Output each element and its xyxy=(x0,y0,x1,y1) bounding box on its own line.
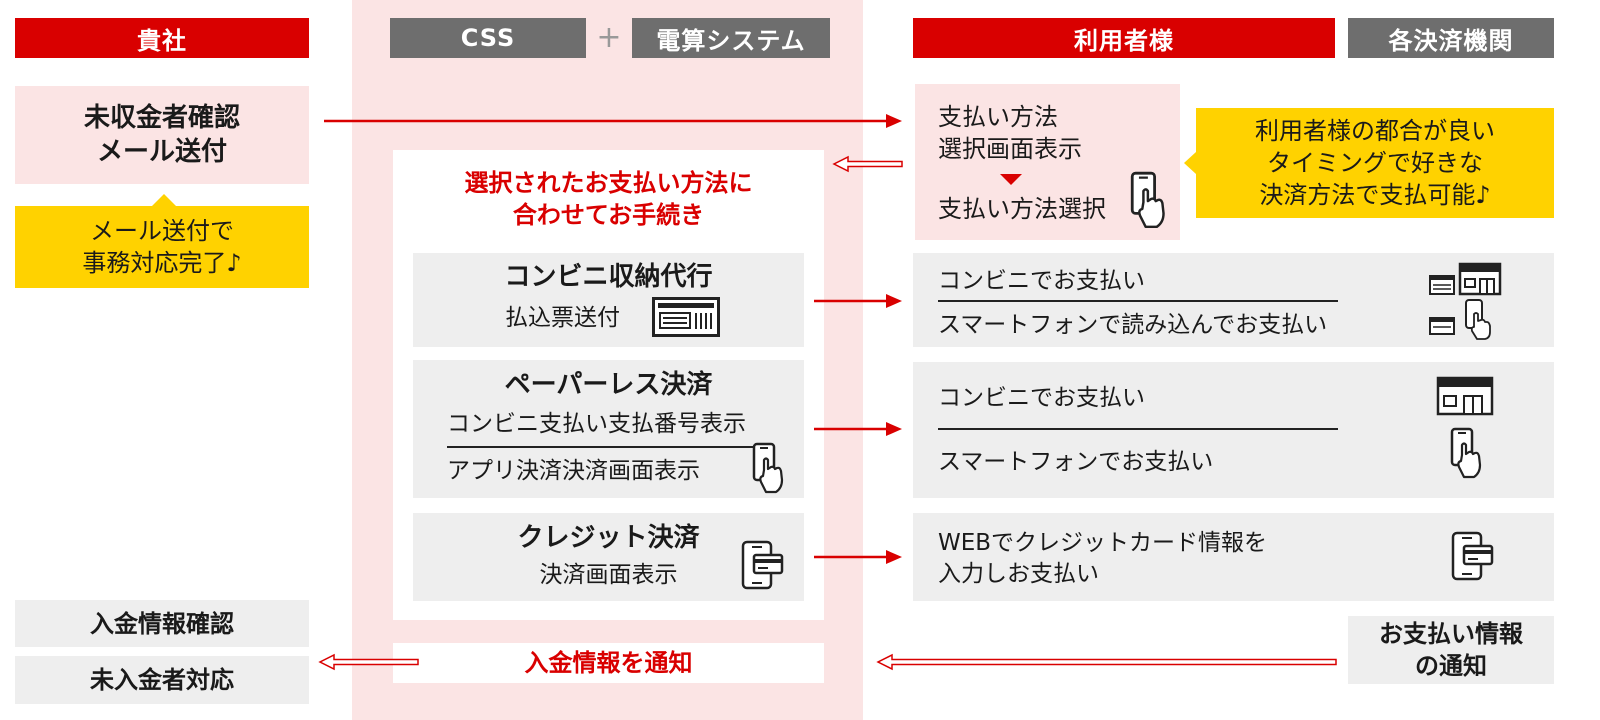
procedure-title-line2: 合わせてお手続き xyxy=(512,201,705,229)
user-note-callout: 利用者様の都合が良い タイミングで好きな 決済方法で支払可能♪ xyxy=(1196,108,1554,218)
credit-sub: 決済画面表示 xyxy=(539,562,678,588)
phone-card-icon xyxy=(1451,531,1494,581)
user-note-line1: 利用者様の都合が良い xyxy=(1255,117,1495,145)
convenience-pay2-text: コンビニでお支払い xyxy=(938,385,1145,411)
header-company: 貴社 xyxy=(15,18,309,58)
phone-card-icon xyxy=(741,540,784,590)
payment-info-notify-box: お支払い情報 の通知 xyxy=(1348,616,1554,684)
header-densan-system: 電算システム xyxy=(632,18,830,58)
paperless-sub1: コンビニ支払い支払番号表示 xyxy=(447,411,746,437)
paperless-sub2: アプリ決済決済画面表示 xyxy=(447,458,700,484)
paperless-title: ペーパーレス決済 xyxy=(504,370,713,400)
web-credit-line1: WEBでクレジットカード情報を xyxy=(938,530,1268,556)
smartphone-hand-icon xyxy=(1429,299,1491,340)
smartphone-hand-icon xyxy=(1450,427,1482,479)
credit-box xyxy=(413,513,804,601)
user-callout-pointer xyxy=(1184,152,1196,174)
mail-send-text: メール送付 xyxy=(96,137,227,167)
user-note-line3: 決済方法で支払可能♪ xyxy=(1259,181,1491,209)
procedure-title: 選択されたお支払い方法に 合わせてお手続き xyxy=(393,166,824,232)
header-user: 利用者様 xyxy=(913,18,1335,58)
notify-payment-box: 入金情報を通知 xyxy=(393,643,824,683)
company-note-line1: メール送付で xyxy=(90,217,234,245)
user-paperless-divider xyxy=(938,428,1338,430)
header-plus: + xyxy=(596,20,622,55)
paperless-divider xyxy=(447,446,771,448)
credit-title: クレジット決済 xyxy=(517,523,700,553)
company-note-callout: メール送付で 事務対応完了♪ xyxy=(15,206,309,288)
arrow-institution-to-css xyxy=(876,653,1337,671)
payment-info-line2: の通知 xyxy=(1415,652,1487,680)
payment-slip-icon xyxy=(652,297,720,337)
convenience-agency-box xyxy=(413,253,804,347)
smartphone-scan-pay-text: スマートフォンで読み込んでお支払い xyxy=(938,312,1328,338)
select-screen-line2: 選択画面表示 xyxy=(938,135,1082,163)
convenience-agency-title: コンビニ収納代行 xyxy=(504,262,713,292)
payment-info-line1: お支払い情報 xyxy=(1379,620,1523,648)
smartphone-pay-text: スマートフォンでお支払い xyxy=(938,449,1214,475)
procedure-title-line1: 選択されたお支払い方法に xyxy=(464,169,753,197)
user-credit-box xyxy=(913,513,1554,601)
web-credit-line2: 入力しお支払い xyxy=(938,561,1099,587)
payment-info-check-box: 入金情報確認 xyxy=(15,600,309,647)
convenience-pay-text: コンビニでお支払い xyxy=(938,268,1145,294)
user-convenience-divider xyxy=(938,300,1338,302)
header-payment-institutions: 各決済機関 xyxy=(1348,18,1554,58)
select-method-text: 支払い方法選択 xyxy=(938,195,1106,223)
select-screen-line1: 支払い方法 xyxy=(938,103,1058,131)
convenience-store-icon xyxy=(1436,376,1494,416)
paperless-box xyxy=(413,360,804,498)
smartphone-hand-icon xyxy=(752,442,784,494)
convenience-store-icon xyxy=(1429,262,1502,296)
user-note-line2: タイミングで好きな xyxy=(1267,149,1483,177)
payment-slip-text: 払込票送付 xyxy=(505,305,620,331)
header-css: CSS xyxy=(390,18,586,58)
unpaid-confirm-text: 未収金者確認 xyxy=(83,103,240,133)
smartphone-hand-icon xyxy=(1130,171,1165,229)
unpaid-handling-box: 未入金者対応 xyxy=(15,656,309,704)
unpaid-confirm-mail-box: 未収金者確認 メール送付 xyxy=(15,86,309,184)
company-callout-pointer xyxy=(152,194,176,206)
company-note-line2: 事務対応完了♪ xyxy=(82,249,242,277)
